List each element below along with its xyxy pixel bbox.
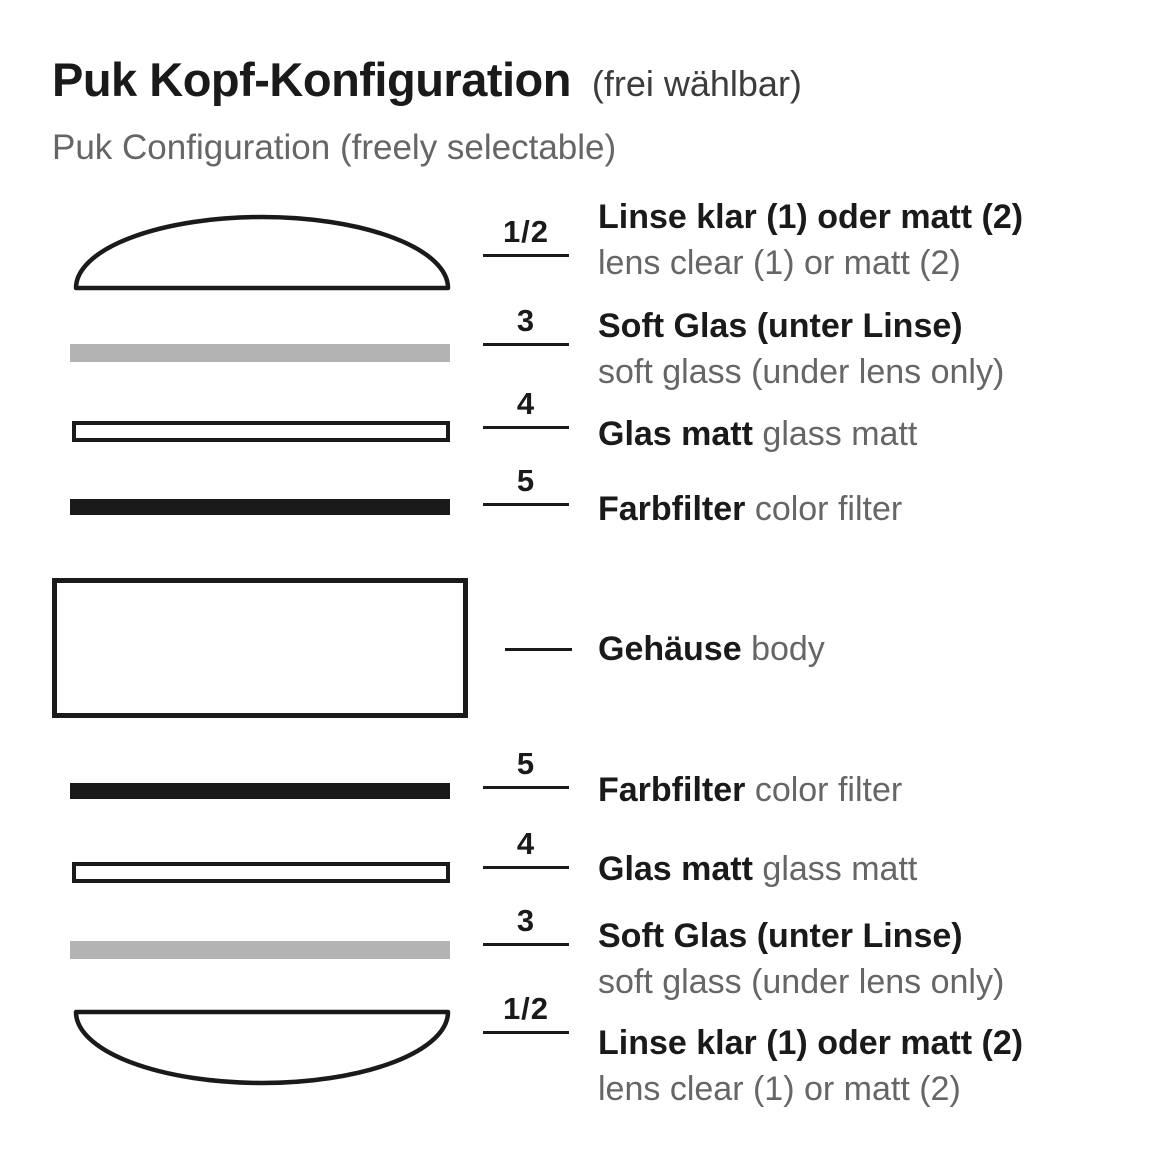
label-color-filter-bottom: Farbfilter color filter [598,767,902,813]
color-filter-bottom-shape [70,783,450,799]
label-german: Linse klar (1) oder matt (2) [598,198,1024,236]
layer-indicator-1-2-bottom: 1/2 [483,990,569,1034]
label-english: glass matt [762,415,918,453]
label-english: glass matt [762,850,918,888]
label-german: Soft Glas (unter Linse) [598,307,963,345]
layer-number: 5 [516,463,536,498]
subtitle-english: Puk Configuration (freely selectable) [52,128,617,167]
layer-indicator-1-2-top: 1/2 [483,213,569,257]
lens-dome-top-shape [73,214,451,291]
label-soft-glass-top: Soft Glas (unter Linse) soft glass (unde… [598,303,1004,395]
body-shape [52,578,468,718]
label-matt-glass-top: Glas matt glass matt [598,411,917,457]
layer-indicator-4-top: 4 [483,385,569,429]
label-matt-glass-bottom: Glas matt glass matt [598,846,917,892]
title-suffix: (frei wählbar) [591,63,802,104]
layer-number: 1/2 [502,991,550,1026]
label-body: Gehäuse body [598,626,825,672]
layer-number: 3 [516,903,536,938]
label-german: Farbfilter [598,490,746,528]
label-german: Glas matt [598,415,753,453]
label-german: Linse klar (1) oder matt (2) [598,1024,1024,1062]
layer-number: 1/2 [502,214,550,249]
label-english: body [751,630,825,668]
layer-indicator-3-top: 3 [483,302,569,346]
label-english: color filter [754,490,903,528]
soft-glass-top-shape [70,344,450,362]
layer-indicator-5-bottom: 5 [483,745,569,789]
layer-number: 4 [516,826,536,861]
label-english: soft glass (under lens only) [598,353,1005,391]
label-english: soft glass (under lens only) [598,963,1005,1001]
soft-glass-bottom-shape [70,941,450,959]
layer-indicator-4-bottom: 4 [483,825,569,869]
layer-indicator-3-bottom: 3 [483,902,569,946]
color-filter-top-shape [70,499,450,515]
label-german: Glas matt [598,850,753,888]
label-german: Farbfilter [598,771,746,809]
matt-glass-top-shape [72,421,450,442]
label-english: lens clear (1) or matt (2) [598,1070,961,1108]
layer-number: 3 [516,303,536,338]
matt-glass-bottom-shape [72,862,450,883]
layer-number: 5 [516,746,536,781]
lens-dome-bottom-shape [73,1009,451,1086]
body-leader-line [505,648,572,651]
title-german: Puk Kopf-Konfiguration [52,53,571,106]
label-soft-glass-bottom: Soft Glas (unter Linse) soft glass (unde… [598,913,1004,1005]
label-german: Gehäuse [598,630,742,668]
label-german: Soft Glas (unter Linse) [598,917,963,955]
label-english: lens clear (1) or matt (2) [598,244,961,282]
label-english: color filter [754,771,903,809]
layer-number: 4 [516,386,536,421]
page-title: Puk Kopf-Konfiguration (frei wählbar) [52,52,802,107]
label-lens-bottom: Linse klar (1) oder matt (2) lens clear … [598,1020,1023,1112]
label-color-filter-top: Farbfilter color filter [598,486,902,532]
label-lens-top: Linse klar (1) oder matt (2) lens clear … [598,194,1023,286]
layer-indicator-5-top: 5 [483,462,569,506]
